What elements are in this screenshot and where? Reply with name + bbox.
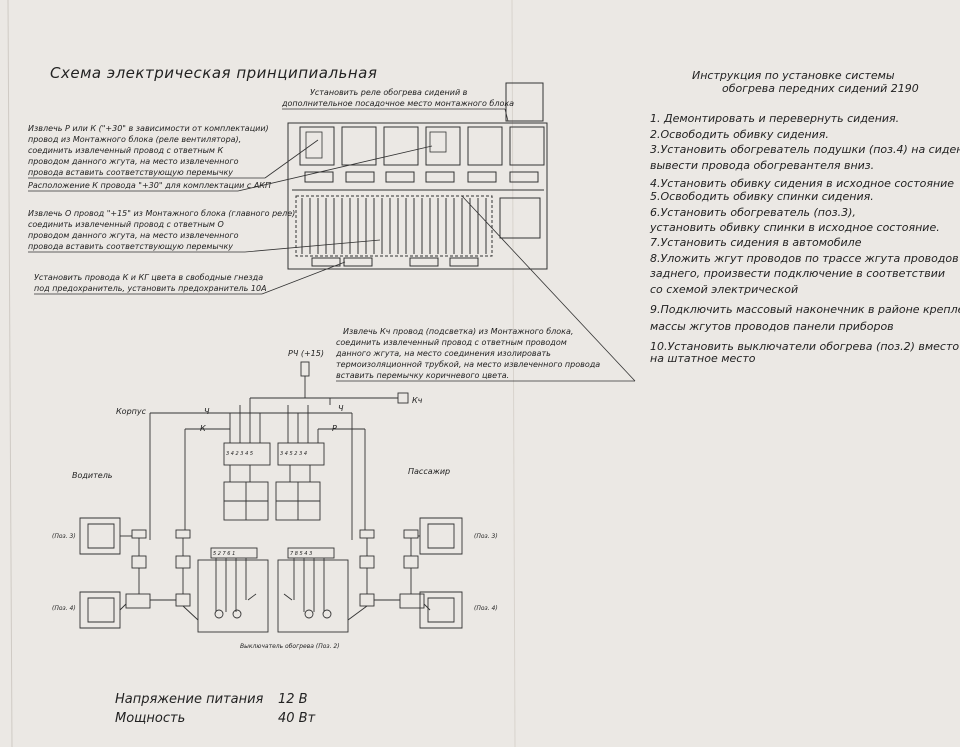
svg-text:вставить перемычку коричневого: вставить перемычку коричневого цвета. bbox=[336, 371, 509, 380]
spec-power-value: 40 Вт bbox=[278, 711, 316, 726]
label-switch-caption: Выключатель обогрева (Поз. 2) bbox=[240, 643, 340, 650]
svg-text:Извлечь О провод "+15" из Монт: Извлечь О провод "+15" из Монтажного бло… bbox=[28, 209, 295, 218]
svg-text:соединить извлеченный провод с: соединить извлеченный провод с ответным … bbox=[336, 338, 567, 347]
step-7: 7.Установить сидения в автомобиле bbox=[650, 236, 862, 249]
label-poz3-left: (Поз. 3) bbox=[52, 533, 76, 540]
step-10: 10.Установить выключатели обогрева (поз.… bbox=[650, 340, 960, 353]
step-9: 9.Подключить массовый наконечник в район… bbox=[650, 303, 960, 316]
step-4: 4.Установить обивку сидения в исходное с… bbox=[650, 177, 954, 190]
paper-left-edge bbox=[7, 0, 13, 747]
label-poz4-left: (Поз. 4) bbox=[52, 605, 76, 612]
callout-kch-wire: Извлечь Кч провод (подсветка) из Монтажн… bbox=[335, 195, 636, 382]
svg-text:Извлечь Р или К ("+30" в завис: Извлечь Р или К ("+30" в зависимости от … bbox=[28, 124, 269, 133]
paper-fold bbox=[511, 0, 516, 747]
label-passenger: Пассажир bbox=[408, 467, 450, 476]
svg-text:термоизоляционной трубкой, на: термоизоляционной трубкой, на место извл… bbox=[336, 360, 600, 369]
step-3-cont: вывести провода обогревантеля вниз. bbox=[650, 159, 874, 172]
spec-voltage-label: Напряжение питания bbox=[115, 692, 264, 707]
svg-text:провода вставить соответствующ: провода вставить соответствующую перемыч… bbox=[28, 242, 233, 251]
spec-voltage-value: 12 В bbox=[278, 692, 308, 707]
step-10-cont: на штатное место bbox=[650, 352, 756, 365]
label-poz3-right: (Поз. 3) bbox=[474, 533, 498, 540]
svg-text:Инструкция по установке систем: Инструкция по установке системы bbox=[692, 69, 895, 82]
svg-text:соединить извлеченный провод с: соединить извлеченный провод с ответным … bbox=[28, 146, 223, 155]
instructions-title: Инструкция по установке системы обогрева… bbox=[692, 69, 919, 95]
step-6-cont: установить обивку спинки в исходное сост… bbox=[649, 221, 940, 234]
svg-text:соединить извлеченный провод с: соединить извлеченный провод с ответным … bbox=[28, 220, 224, 229]
callout-o-wire: Извлечь О провод "+15" из Монтажного бло… bbox=[28, 209, 381, 253]
mounting-block bbox=[287, 122, 548, 270]
label-poz4-right: (Поз. 4) bbox=[474, 605, 498, 612]
svg-text:Извлечь Кч провод (подсветка): Извлечь Кч провод (подсветка) из Монтажн… bbox=[343, 327, 573, 336]
step-1: 1. Демонтировать и перевернуть сидения. bbox=[650, 112, 899, 125]
svg-text:дополнительное посадочное мест: дополнительное посадочное место монтажно… bbox=[281, 99, 514, 108]
svg-text:Установить провода К и КГ цвет: Установить провода К и КГ цвета в свобод… bbox=[34, 273, 263, 282]
svg-text:под предохранитель, установить: под предохранитель, установить предохран… bbox=[34, 284, 267, 293]
label-p: Р bbox=[332, 424, 337, 433]
additional-relay-slot bbox=[505, 82, 544, 122]
step-8-cont2: со схемой электрической bbox=[650, 283, 798, 296]
spec-power-label: Мощность bbox=[115, 711, 185, 726]
svg-text:Расположение К провода "+30" д: Расположение К провода "+30" для комплек… bbox=[28, 181, 271, 190]
label-ch-right: Ч bbox=[338, 404, 344, 413]
svg-text:проводом данного жгута, на мес: проводом данного жгута, на место извлече… bbox=[28, 231, 239, 240]
label-driver: Водитель bbox=[72, 471, 113, 480]
callout-kg-wires: Установить провода К и КГ цвета в свобод… bbox=[34, 261, 346, 295]
label-k: К bbox=[200, 424, 206, 433]
label-switch-pins-right: 7 8 5 4 3 bbox=[290, 551, 312, 557]
callout-k-wire: Извлечь Р или К ("+30" в зависимости от … bbox=[28, 124, 319, 179]
svg-text:проводом данного жгута, на мес: проводом данного жгута, на место извлече… bbox=[28, 157, 239, 166]
step-9-cont: массы жгутов проводов панели приборов bbox=[650, 320, 894, 333]
wiring-diagram bbox=[79, 361, 463, 633]
label-switch-pins-left: 5 2 7 6 1 bbox=[213, 551, 235, 557]
callout-akp: Расположение К провода "+30" для комплек… bbox=[28, 145, 433, 192]
svg-text:Установить реле обогрева сиден: Установить реле обогрева сидений в bbox=[310, 88, 468, 97]
label-pins-left: 3 4 2 3 4 5 bbox=[226, 451, 253, 457]
step-5: 5.Освободить обивку спинки сидения. bbox=[650, 190, 874, 203]
label-korpus: Корпус bbox=[116, 407, 147, 416]
step-3: 3.Установить обогреватель подушки (поз.4… bbox=[650, 143, 960, 156]
svg-text:провода вставить соответствующ: провода вставить соответствующую перемыч… bbox=[28, 168, 233, 177]
diagram-title: Схема электрическая принципиальная bbox=[50, 64, 377, 82]
wiring-labels: РЧ (+15) Кч Корпус Ч Ч К Р Водитель Пасс… bbox=[52, 349, 498, 650]
instructions-steps: 1. Демонтировать и перевернуть сидения. … bbox=[649, 112, 960, 365]
svg-text:провод из Монтажного блока (ре: провод из Монтажного блока (реле вентиля… bbox=[28, 135, 241, 144]
label-pins-right: 3 4 5 2 3 4 bbox=[280, 451, 307, 457]
label-kch: Кч bbox=[412, 396, 423, 405]
specs: Напряжение питания 12 В Мощность 40 Вт bbox=[115, 692, 316, 726]
svg-text:обогрева передних сидений 2190: обогрева передних сидений 2190 bbox=[722, 82, 919, 95]
svg-text:данного жгута, на место соедин: данного жгута, на место соединения изоли… bbox=[335, 349, 551, 358]
label-rch: РЧ (+15) bbox=[288, 349, 324, 358]
step-6: 6.Установить обогреватель (поз.3), bbox=[650, 206, 856, 219]
step-8-cont: заднего, произвести подключение в соотве… bbox=[650, 267, 945, 280]
step-8: 8.Уложить жгут проводов по трассе жгута … bbox=[650, 252, 959, 265]
label-ch-left: Ч bbox=[204, 407, 210, 416]
step-2: 2.Освободить обивку сидения. bbox=[650, 128, 829, 141]
